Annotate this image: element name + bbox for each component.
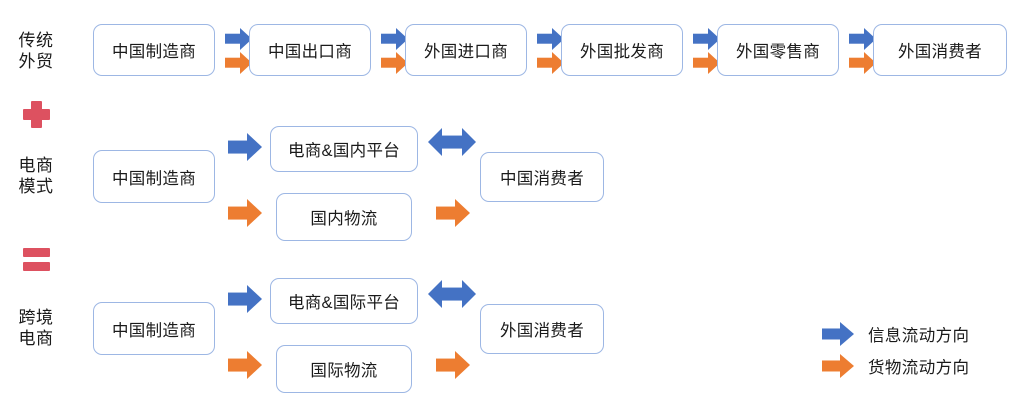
node-crossborder-platform: 电商&国际平台	[270, 278, 418, 324]
node-ecommerce-consumer: 中国消费者	[480, 152, 604, 202]
arrow-right-blue-icon	[693, 27, 720, 50]
arrow-right-blue-icon	[228, 285, 262, 313]
arrow-right-orange-icon	[225, 51, 252, 74]
arrow-right-blue-icon	[381, 27, 408, 50]
arrow-right-blue-icon	[849, 27, 876, 50]
arrow-right-orange-icon	[537, 51, 564, 74]
arrow-right-orange-icon	[822, 354, 854, 378]
node-crossborder-manufacturer: 中国制造商	[93, 302, 215, 355]
arrow-right-orange-icon	[228, 199, 262, 227]
arrow-double-blue-icon	[428, 128, 476, 156]
row-label-traditional: 传统 外贸	[18, 31, 54, 71]
legend-item-goods-flow: 货物流动方向	[822, 354, 969, 378]
arrow-right-orange-icon	[849, 51, 876, 74]
node-traditional-5: 外国消费者	[873, 24, 1007, 76]
arrow-right-blue-icon	[822, 322, 854, 346]
operator-plus-icon	[20, 100, 54, 130]
node-ecommerce-manufacturer: 中国制造商	[93, 150, 215, 203]
node-traditional-3: 外国批发商	[561, 24, 683, 76]
arrow-right-orange-icon	[693, 51, 720, 74]
row-label-ecommerce: 电商 模式	[18, 156, 54, 196]
node-ecommerce-platform: 电商&国内平台	[270, 126, 418, 172]
legend-item-info-flow: 信息流动方向	[822, 322, 969, 346]
node-traditional-1: 中国出口商	[249, 24, 371, 76]
arrow-double-blue-icon	[428, 280, 476, 308]
arrow-right-blue-icon	[537, 27, 564, 50]
arrow-right-blue-icon	[228, 133, 262, 161]
arrow-right-blue-icon	[225, 27, 252, 50]
node-ecommerce-logistics: 国内物流	[276, 193, 412, 241]
node-crossborder-logistics: 国际物流	[276, 345, 412, 393]
operator-equals-icon	[20, 245, 54, 275]
arrow-right-orange-icon	[436, 351, 470, 379]
node-traditional-2: 外国进口商	[405, 24, 527, 76]
arrow-right-orange-icon	[228, 351, 262, 379]
node-crossborder-consumer: 外国消费者	[480, 304, 604, 354]
legend-label-goods-flow: 货物流动方向	[868, 359, 970, 377]
legend-label-info-flow: 信息流动方向	[868, 327, 970, 345]
arrow-right-orange-icon	[436, 199, 470, 227]
arrow-right-orange-icon	[381, 51, 408, 74]
node-traditional-0: 中国制造商	[93, 24, 215, 76]
row-label-crossborder: 跨境 电商	[18, 308, 54, 348]
node-traditional-4: 外国零售商	[717, 24, 839, 76]
